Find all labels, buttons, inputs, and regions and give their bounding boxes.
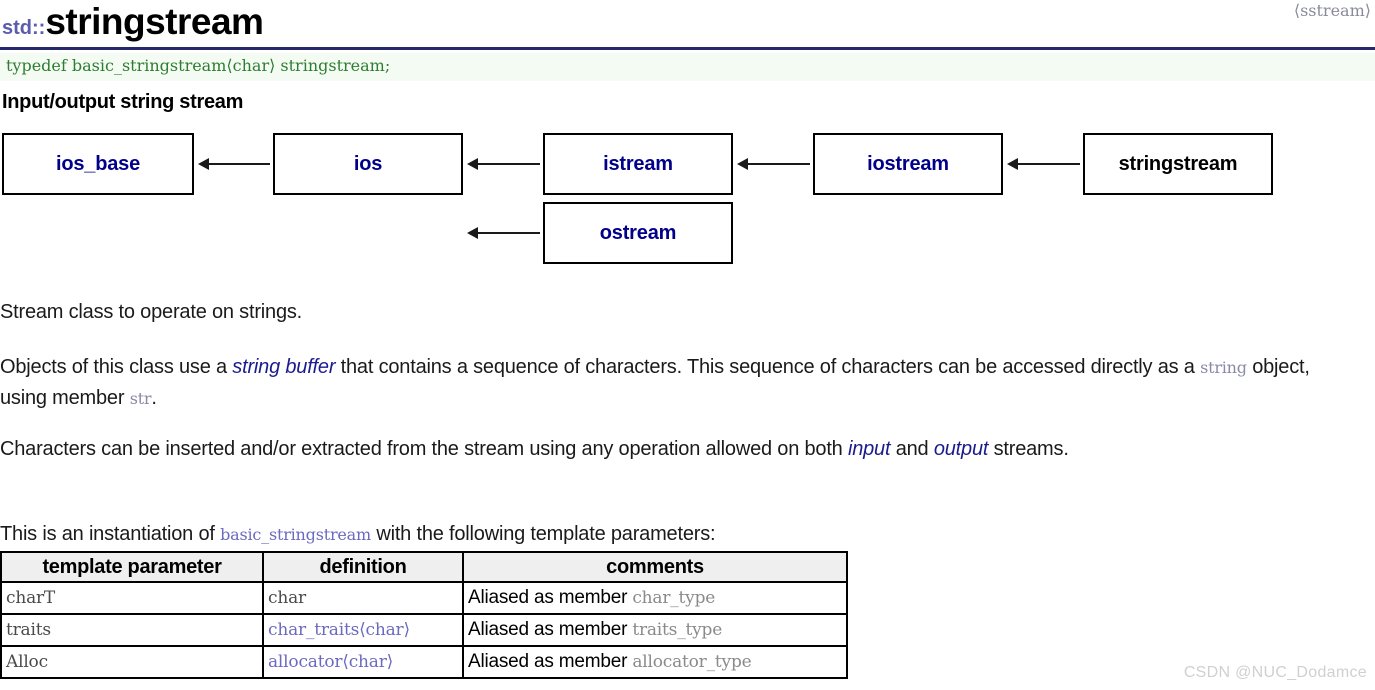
parameter-name: charT [6,588,56,608]
paragraph-text: that contains a sequence of characters. … [335,356,1201,378]
paragraph-text: Characters can be inserted and/or extrac… [0,438,848,460]
diagram-node-istream[interactable]: istream [543,133,733,195]
arrowhead-icon [198,158,209,170]
table-cell-definition: allocator⟨char⟩ [262,645,464,679]
comment-code: traits_type [632,620,723,640]
parameter-name: Alloc [6,652,48,672]
table-row: traits char_traits⟨char⟩ Aliased as memb… [0,613,848,647]
paragraph-text: This is an instantiation of [0,523,221,545]
header-file-label: ⟨sstream⟩ [1293,1,1371,20]
diagram-arrow-istream-to-ios [467,158,540,170]
comment-text: Aliased as member [468,587,633,608]
template-parameters-table: template parameter definition comments c… [0,551,848,679]
link-input[interactable]: input [847,438,891,460]
table-cell-comment: Aliased as member char_type [462,581,848,615]
table-cell-definition: char [262,581,464,615]
diagram-node-label: ios [353,152,383,175]
code-string[interactable]: string [1200,358,1247,377]
comment-code: char_type [632,588,716,608]
description-paragraph-2: Objects of this class use a string buffe… [0,352,1330,414]
csdn-watermark: CSDN @NUC_Dodamce [1183,664,1367,681]
code-str[interactable]: str [129,389,152,408]
diagram-node-ostream[interactable]: ostream [543,202,733,264]
diagram-node-label: stringstream [1118,152,1238,175]
arrowhead-icon [467,158,478,170]
diagram-node-ios_base[interactable]: ios_base [2,133,194,195]
diagram-arrow-stringstream-to-iostream [1007,158,1080,170]
table-cell-parameter: charT [0,581,264,615]
diagram-arrow-iostream-to-istream [737,158,810,170]
diagram-node-label: istream [603,152,673,175]
title-divider [0,47,1375,50]
table-header-definition: definition [262,551,464,583]
comment-text: Aliased as member [468,651,633,672]
arrowhead-icon [467,227,478,239]
diagram-node-stringstream[interactable]: stringstream [1083,133,1273,195]
paragraph-text: Stream class to operate on strings. [0,301,303,323]
diagram-node-label: iostream [867,152,949,175]
paragraph-text: Objects of this class use a [0,356,233,378]
typedef-code: typedef basic_stringstream⟨char⟩ strings… [6,56,391,75]
parameter-name: traits [6,620,51,640]
definition-link[interactable]: char_traits⟨char⟩ [268,620,410,640]
table-cell-comment: Aliased as member allocator_type [462,645,848,679]
definition-value: char [268,588,306,608]
table-row: charT char Aliased as member char_type [0,581,848,615]
link-string-buffer[interactable]: string buffer [232,356,336,378]
paragraph-text: object, using member [0,356,1310,409]
description-paragraph-1: Stream class to operate on strings. [0,297,1330,327]
diagram-arrow-ios-to-ios_base [198,158,270,170]
paragraph-text: and [890,438,934,460]
comment-text: Aliased as member [468,619,633,640]
page-title: std::stringstream [2,0,264,52]
typedef-bar: typedef basic_stringstream⟨char⟩ strings… [0,53,1375,81]
diagram-node-label: ios_base [55,152,140,175]
comment-code: allocator_type [632,652,752,672]
description-paragraph-4: This is an instantiation of basic_string… [0,519,1330,550]
table-header-comments: comments [462,551,848,583]
table-cell-comment: Aliased as member traits_type [462,613,848,647]
paragraph-text: with the following template parameters: [370,523,716,545]
class-subtitle: Input/output string stream [2,91,244,113]
diagram-node-iostream[interactable]: iostream [813,133,1003,195]
code-basic-stringstream[interactable]: basic_stringstream [220,525,371,544]
paragraph-text: . [151,387,157,409]
diagram-node-ios[interactable]: ios [273,133,463,195]
definition-link[interactable]: allocator⟨char⟩ [268,652,394,672]
arrowhead-icon [1007,158,1018,170]
arrowhead-icon [737,158,748,170]
diagram-arrow-ostream-to-ios [467,227,540,239]
namespace-prefix: std:: [2,17,46,39]
table-cell-parameter: Alloc [0,645,264,679]
table-header-template-parameter: template parameter [0,551,264,583]
table-row: Alloc allocator⟨char⟩ Aliased as member … [0,645,848,679]
description-paragraph-3: Characters can be inserted and/or extrac… [0,434,1330,464]
diagram-node-label: ostream [599,221,677,244]
inheritance-diagram: ios_base ios istream ostream iostream st… [0,133,1375,273]
table-cell-definition: char_traits⟨char⟩ [262,613,464,647]
table-header-row: template parameter definition comments [0,551,848,583]
paragraph-text: streams. [988,438,1069,460]
class-name: stringstream [45,1,264,42]
page-header: std::stringstream ⟨sstream⟩ [0,0,1375,50]
table-cell-parameter: traits [0,613,264,647]
link-output[interactable]: output [933,438,989,460]
